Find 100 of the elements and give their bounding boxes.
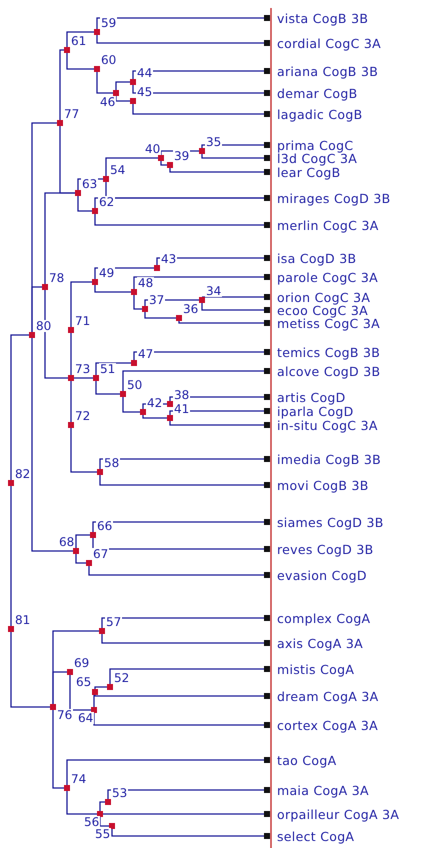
dendrogram-branch bbox=[31, 338, 73, 552]
cluster-number: 81 bbox=[14, 614, 32, 626]
cluster-node-marker bbox=[130, 98, 136, 104]
leaf-label: isa CogD 3B bbox=[277, 252, 356, 264]
dendrogram-branch bbox=[144, 312, 176, 319]
cluster-node-marker bbox=[103, 176, 109, 182]
dendrogram-branch bbox=[96, 72, 113, 94]
dendrogram-branch bbox=[66, 53, 94, 70]
dendrogram-branch bbox=[201, 154, 264, 159]
cluster-number: 48 bbox=[137, 277, 154, 289]
cluster-node-marker bbox=[97, 469, 103, 475]
cluster-node-marker bbox=[68, 327, 74, 333]
dendrogram-branch bbox=[75, 554, 86, 564]
cluster-node-marker bbox=[167, 401, 173, 407]
cluster-node-marker bbox=[167, 415, 173, 421]
cluster-node-marker bbox=[50, 704, 56, 710]
leaf-label: ariana CogB 3B bbox=[277, 64, 378, 78]
dendrogram-branch bbox=[70, 333, 72, 375]
dendrogram-branch bbox=[52, 671, 67, 704]
cluster-number: 77 bbox=[63, 108, 80, 120]
leaf-label: alcove CogD 3B bbox=[277, 364, 380, 378]
cluster-node-marker bbox=[92, 279, 98, 285]
dendrogram-branch bbox=[101, 617, 264, 628]
dendrogram-branch bbox=[107, 789, 264, 799]
dendrogram-branch bbox=[132, 70, 264, 79]
cluster-node-marker bbox=[199, 148, 205, 154]
dendrogram-branch bbox=[74, 377, 93, 379]
dendrogram-branch bbox=[10, 632, 50, 708]
dendrogram-branch bbox=[133, 351, 264, 360]
cluster-number: 49 bbox=[98, 267, 116, 279]
cluster-node-marker bbox=[94, 66, 100, 72]
dendrogram-branch bbox=[122, 397, 140, 413]
cluster-node-marker bbox=[105, 799, 111, 805]
leaf-label: complex CogA bbox=[277, 612, 370, 624]
dendrogram-branch bbox=[111, 829, 264, 837]
dendrogram-branch bbox=[101, 634, 264, 644]
cluster-number: 72 bbox=[74, 410, 92, 422]
dendrogram-branch bbox=[66, 791, 97, 815]
dendrogram-branch bbox=[132, 104, 264, 115]
cluster-node-marker bbox=[131, 360, 137, 366]
leaf-label: siames CogD 3B bbox=[277, 516, 384, 528]
cluster-node-marker bbox=[97, 811, 103, 817]
leaf-label: artis CogD bbox=[277, 390, 346, 404]
dendrogram-branch bbox=[169, 168, 264, 173]
dendrogram-branch bbox=[66, 759, 264, 785]
dendrogram-branch bbox=[95, 362, 131, 375]
dendrogram-branch bbox=[115, 81, 130, 90]
dendrogram-branch bbox=[92, 521, 264, 532]
cluster-node-marker bbox=[99, 628, 105, 634]
cluster-node-marker bbox=[90, 532, 96, 538]
cluster-node-marker bbox=[158, 155, 164, 161]
dendrogram-branch bbox=[142, 415, 167, 419]
leaf-label: reves CogD 3B bbox=[277, 542, 374, 556]
cluster-node-marker bbox=[93, 375, 99, 381]
dendrogram-branch bbox=[122, 370, 264, 391]
cluster-node-marker bbox=[107, 684, 113, 690]
dendrogram-branch bbox=[103, 813, 264, 815]
dendrogram-branch bbox=[94, 197, 264, 208]
dendrogram-branch bbox=[75, 534, 90, 548]
dendrogram-branch bbox=[99, 458, 264, 469]
cluster-number: 55 bbox=[94, 828, 112, 840]
cluster-node-marker bbox=[199, 297, 205, 303]
leaf-label: imedia CogB 3B bbox=[277, 452, 381, 466]
cluster-node-marker bbox=[113, 90, 119, 96]
cluster-number: 60 bbox=[100, 54, 118, 66]
leaf-label: evasion CogD bbox=[277, 568, 367, 582]
leaf-label: mistis CogA bbox=[277, 662, 354, 676]
leaf-label: maia CogA 3A bbox=[277, 784, 369, 796]
cluster-node-marker bbox=[86, 560, 92, 566]
cluster-number: 63 bbox=[81, 178, 98, 190]
leaf-label: axis CogA 3A bbox=[277, 636, 363, 650]
cluster-node-marker bbox=[109, 823, 115, 829]
cluster-number: 36 bbox=[182, 303, 200, 315]
leaf-label: parole CogC 3A bbox=[277, 270, 378, 284]
dendrogram-branch bbox=[59, 49, 64, 120]
leaf-label: select CogA bbox=[277, 830, 354, 842]
cluster-number: 68 bbox=[58, 536, 76, 548]
leaf-label: l3d CogC 3A bbox=[277, 152, 358, 164]
cluster-number: 57 bbox=[105, 616, 122, 628]
leaf-label: prima CogC bbox=[277, 138, 354, 152]
dendrogram-branch bbox=[44, 290, 68, 379]
cluster-number: 39 bbox=[173, 150, 190, 162]
cluster-node-marker bbox=[154, 265, 160, 271]
cluster-number: 44 bbox=[136, 67, 154, 79]
dendrogram-branch bbox=[156, 257, 264, 265]
cluster-number: 45 bbox=[136, 86, 154, 98]
dendrogram-branch bbox=[93, 695, 95, 707]
dendrogram-branch bbox=[144, 299, 199, 306]
cluster-number: 38 bbox=[173, 389, 190, 401]
cluster-node-marker bbox=[92, 208, 98, 214]
dendrogram-branch bbox=[95, 381, 120, 395]
dendrogram-branch bbox=[10, 334, 29, 480]
cluster-number: 69 bbox=[73, 657, 90, 669]
cluster-number: 71 bbox=[74, 315, 92, 327]
dendrogram-branch bbox=[96, 35, 264, 44]
dendrogram-branch bbox=[52, 710, 64, 789]
cluster-number: 62 bbox=[98, 196, 116, 208]
cluster-number: 64 bbox=[77, 712, 94, 724]
dendrogram-branch bbox=[94, 285, 131, 293]
cluster-number: 56 bbox=[83, 816, 100, 828]
